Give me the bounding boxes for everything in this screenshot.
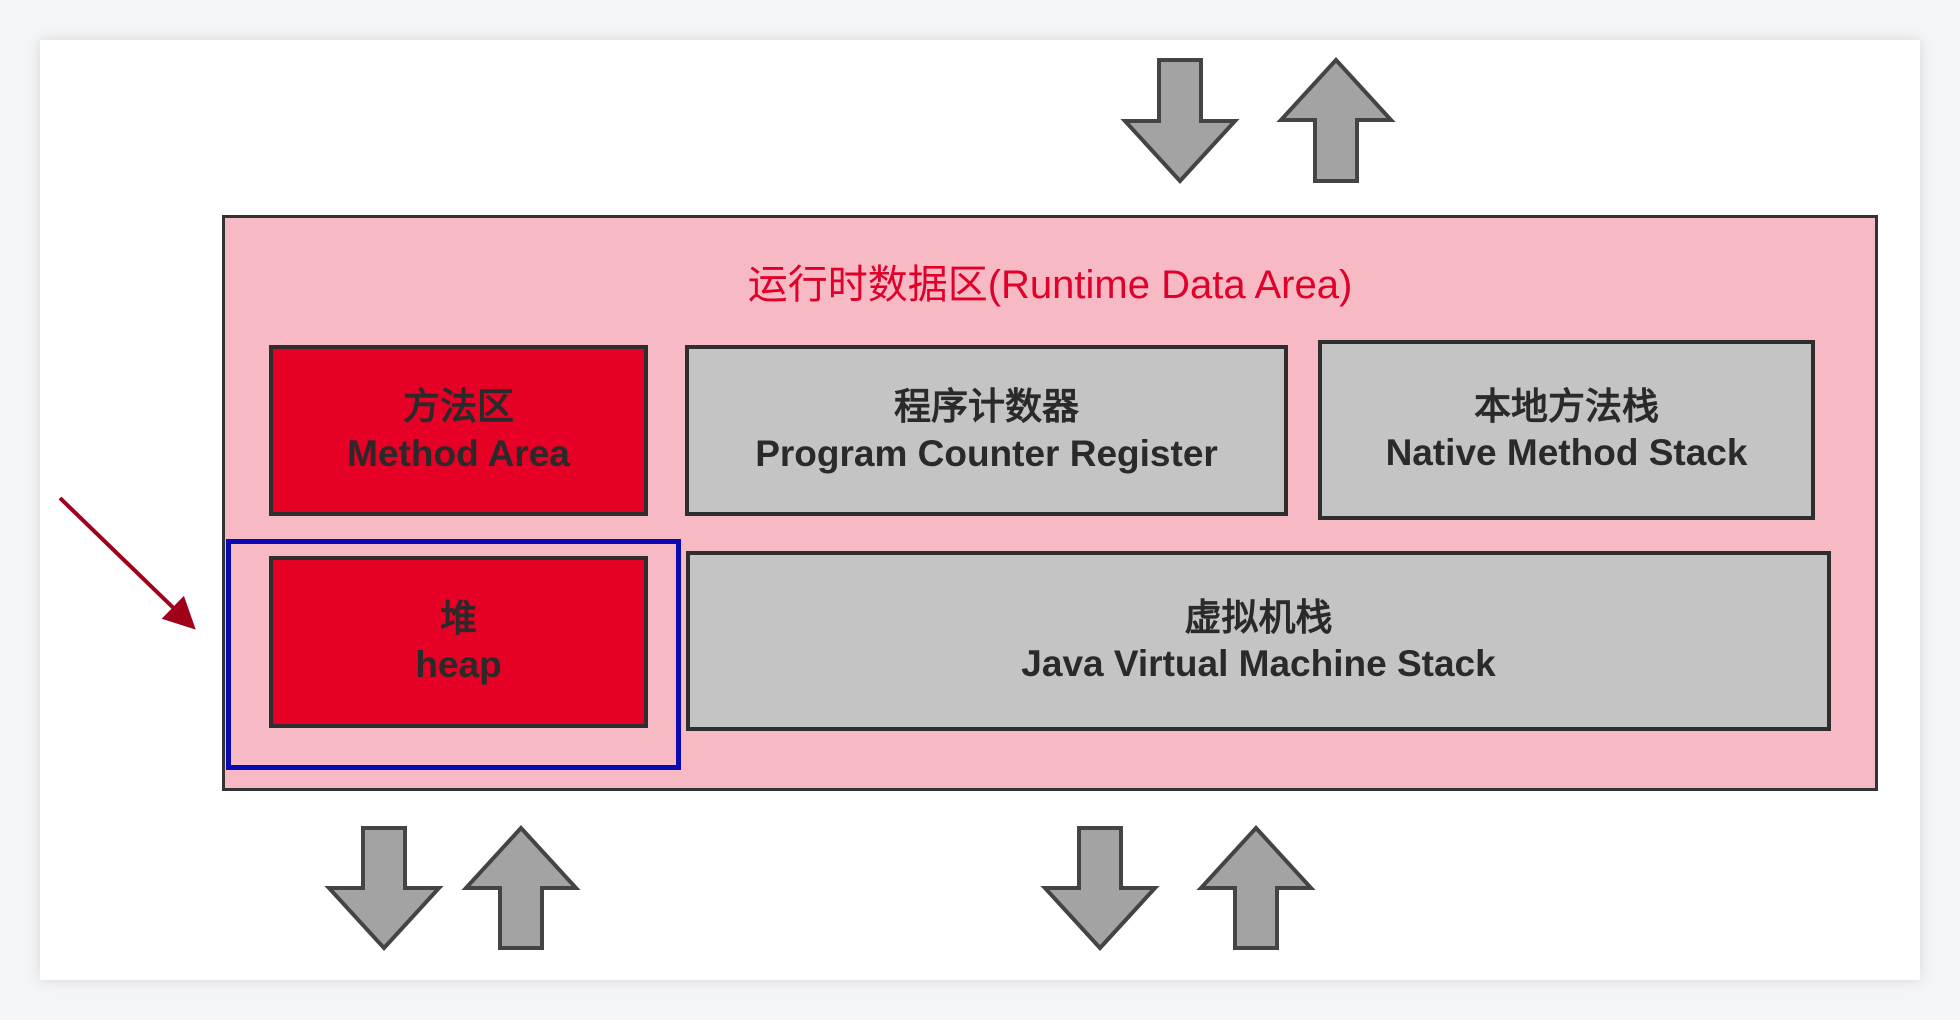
heap-zh: 堆 — [440, 597, 477, 639]
jvm-stack-zh: 虚拟机栈 — [1184, 596, 1333, 638]
jvm-stack-en: Java Virtual Machine Stack — [1021, 643, 1496, 684]
pc-register-box: 程序计数器 Program Counter Register — [685, 345, 1288, 516]
jvm-stack-box: 虚拟机栈 Java Virtual Machine Stack — [686, 551, 1831, 731]
arrow-up-icon — [461, 825, 581, 950]
runtime-data-area-title: 运行时数据区(Runtime Data Area) — [747, 263, 1353, 307]
arrow-up-icon — [1276, 57, 1396, 183]
native-stack-en: Native Method Stack — [1385, 432, 1748, 473]
pc-register-zh: 程序计数器 — [894, 386, 1079, 428]
pointer-arrow-icon — [58, 496, 196, 630]
pc-register-en: Program Counter Register — [755, 432, 1218, 474]
method-area-en: Method Area — [347, 432, 570, 474]
heap-en: heap — [415, 644, 502, 685]
method-area-zh: 方法区 — [403, 386, 514, 428]
arrow-down-icon — [1120, 58, 1240, 184]
arrow-up-icon — [1196, 825, 1316, 950]
native-stack-zh: 本地方法栈 — [1474, 385, 1659, 427]
method-area-box: 方法区 Method Area — [269, 345, 648, 516]
arrow-down-icon — [1040, 826, 1160, 951]
heap-highlight-frame — [226, 539, 681, 770]
native-method-stack-box: 本地方法栈 Native Method Stack — [1318, 340, 1815, 520]
arrow-down-icon — [324, 826, 444, 951]
heap-box: 堆 heap — [269, 556, 648, 728]
